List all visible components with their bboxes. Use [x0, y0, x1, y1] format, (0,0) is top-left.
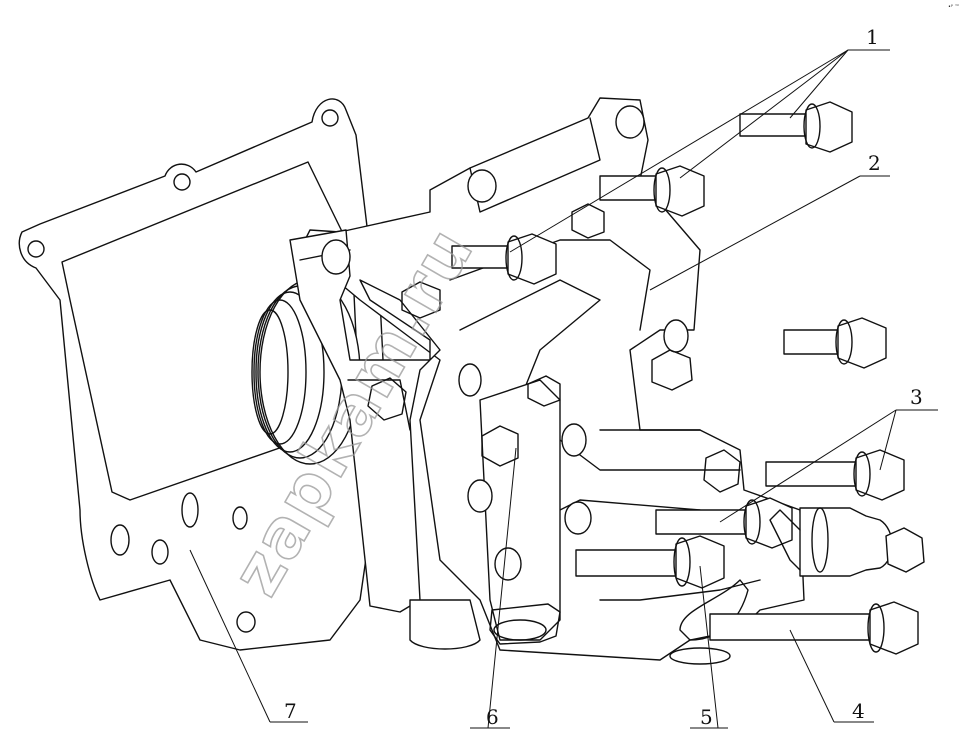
- corner-mark: •ᵖ ™: [948, 4, 960, 10]
- sensor-cap: [769, 507, 925, 577]
- bolt-middle: [783, 317, 887, 369]
- bolts-part-3: [655, 449, 905, 549]
- callout-7: 7: [284, 699, 297, 723]
- leader-lines: [189, 49, 938, 729]
- nut-part-6: [489, 603, 561, 645]
- callout-6: 6: [486, 705, 499, 729]
- callout-1: 1: [866, 25, 879, 49]
- bolt-part-4: [709, 601, 919, 655]
- bolt-1a: [739, 101, 853, 153]
- callout-3: 3: [910, 385, 923, 409]
- bolt-3a: [765, 449, 905, 501]
- callout-5: 5: [700, 705, 713, 729]
- bolt-1b: [599, 165, 705, 217]
- bolt-part-5: [575, 535, 725, 589]
- callout-4: 4: [852, 699, 865, 723]
- callout-labels: 1 2 3 4 5 6 7: [284, 25, 923, 729]
- callout-2: 2: [868, 151, 881, 175]
- gasket: [18, 98, 387, 651]
